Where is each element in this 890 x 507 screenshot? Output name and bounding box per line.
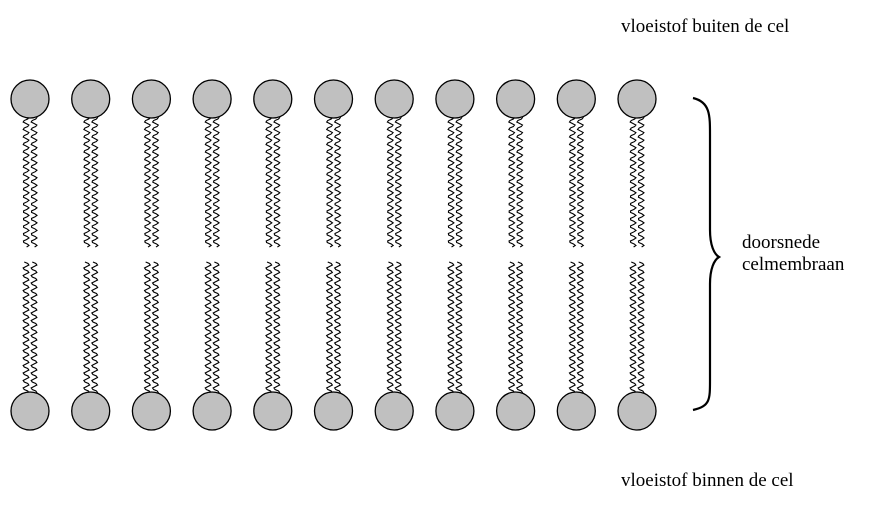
outer-lipid-tail (204, 115, 213, 248)
inner-lipid-tail (22, 261, 30, 395)
inner-lipid-tail (629, 261, 637, 395)
outer-lipid-tail (212, 115, 221, 248)
outer-lipid-head (495, 79, 536, 119)
outer-lipid-head (435, 79, 475, 119)
inner-lipid-head (435, 391, 475, 431)
outer-lipid-head (313, 79, 354, 119)
phospholipid-group (10, 79, 657, 431)
outer-lipid-head (556, 79, 596, 119)
outer-lipid-head (253, 79, 293, 119)
inner-lipid-tail (325, 261, 334, 395)
outer-lipid-tail (507, 115, 516, 248)
inner-lipid-tail (333, 261, 342, 395)
inner-lipid-tail (204, 261, 212, 395)
outer-lipid-tail (83, 115, 91, 248)
inner-lipid-tail (386, 261, 394, 395)
outer-lipid-head (131, 79, 172, 119)
membrane-brace (692, 96, 722, 412)
outer-lipid-tail (576, 115, 585, 248)
outer-lipid-tail (629, 115, 637, 248)
inner-lipid-tail (212, 261, 220, 395)
outer-lipid-head (374, 79, 414, 119)
inner-lipid-head (253, 391, 293, 431)
inside-fluid-label: vloeistof binnen de cel (621, 470, 794, 491)
outer-lipid-tail (30, 115, 38, 248)
outer-lipid-tail (394, 115, 403, 248)
outer-lipid-head (10, 79, 50, 119)
outer-lipid-tail (22, 115, 30, 248)
outer-lipid-tail (143, 115, 152, 248)
inner-lipid-tail (576, 261, 584, 395)
inner-lipid-head (556, 391, 596, 431)
inner-lipid-tail (151, 261, 160, 395)
cross-section-label-line1: doorsnede (742, 232, 821, 253)
outer-lipid-head (192, 79, 232, 119)
outer-lipid-tail (568, 115, 577, 248)
outer-lipid-head (71, 79, 111, 119)
outer-lipid-head (617, 79, 657, 119)
inner-lipid-head (131, 391, 172, 431)
outer-lipid-tail (91, 115, 99, 248)
inner-lipid-tail (515, 261, 524, 395)
outer-lipid-tail (447, 115, 455, 248)
inner-lipid-tail (568, 261, 576, 395)
inner-lipid-tail (83, 261, 91, 395)
inner-lipid-tail (143, 261, 152, 395)
inner-lipid-head (313, 391, 354, 431)
inner-lipid-head (617, 391, 657, 431)
outer-lipid-tail (455, 115, 463, 248)
cross-section-label-line2: celmembraan (742, 254, 845, 275)
outer-lipid-tail (325, 115, 334, 248)
inner-lipid-tail (91, 261, 99, 395)
inner-lipid-tail (507, 261, 516, 395)
inner-lipid-tail (30, 261, 38, 395)
inner-lipid-head (10, 391, 50, 431)
inner-lipid-tail (265, 261, 273, 395)
inner-lipid-tail (447, 261, 455, 395)
outer-lipid-tail (151, 115, 160, 248)
membrane-cross-section-label: doorsnede celmembraan (742, 232, 844, 276)
outer-lipid-tail (265, 115, 273, 248)
outer-lipid-tail (515, 115, 524, 248)
inner-lipid-head (374, 391, 414, 431)
inner-lipid-tail (273, 261, 281, 395)
outer-lipid-tail (637, 115, 645, 248)
inner-lipid-head (192, 391, 232, 431)
inner-lipid-head (495, 391, 536, 431)
inner-lipid-tail (394, 261, 402, 395)
inner-lipid-head (71, 391, 111, 431)
outside-fluid-label: vloeistof buiten de cel (621, 16, 790, 37)
inner-lipid-tail (455, 261, 463, 395)
outer-lipid-tail (333, 115, 342, 248)
inner-lipid-tail (637, 261, 645, 395)
outer-lipid-tail (386, 115, 395, 248)
outer-lipid-tail (273, 115, 281, 248)
